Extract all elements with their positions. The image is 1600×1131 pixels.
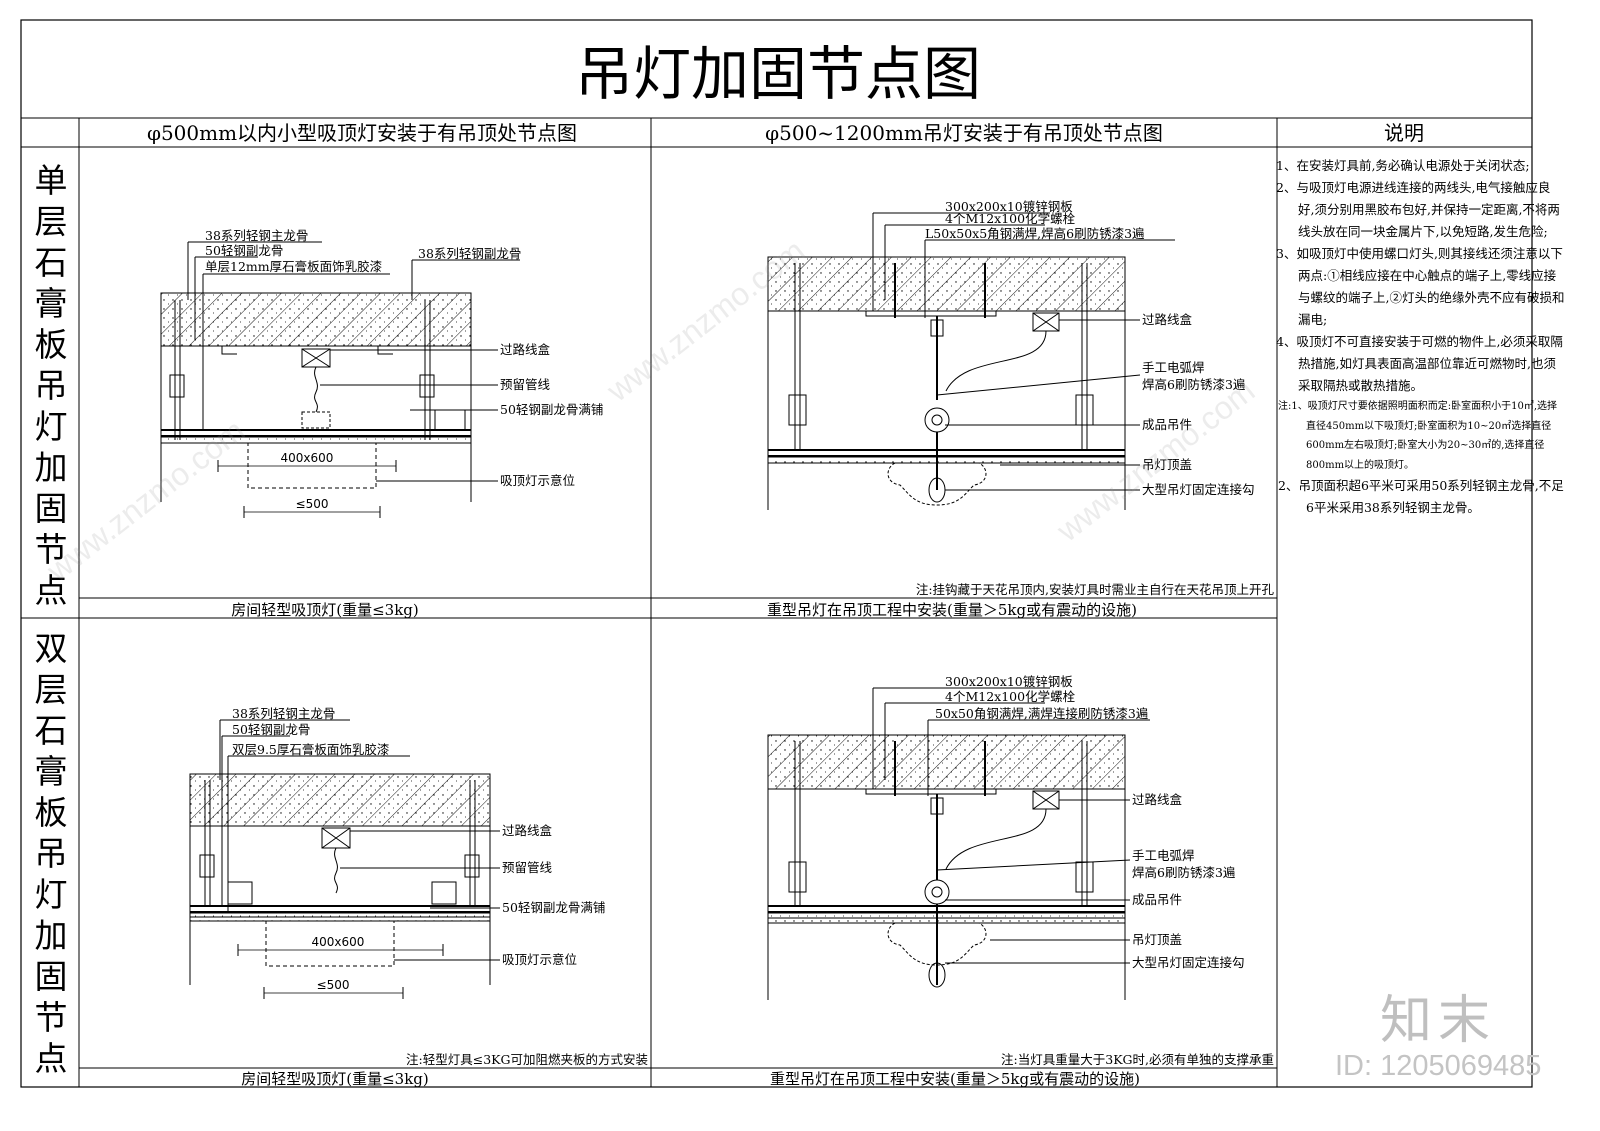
- detail-single-small-labels: 38系列轻钢主龙骨 50轻钢副龙骨 单层12mm厚石膏板面饰乳胶漆 38系列轻钢…: [205, 228, 603, 511]
- row-label-char: 层: [34, 670, 68, 709]
- remark-2: 2、吊顶面积超6平米可采用50系列轻钢主龙骨,不足6平米采用38系列轻钢主龙骨。: [1278, 478, 1564, 515]
- label-weld-height: 焊高6刷防锈漆3遍: [1132, 865, 1236, 880]
- label-arc-weld: 手工电弧焊: [1132, 848, 1195, 863]
- row-label-char: 双: [34, 629, 68, 668]
- note-4: 4、吸顶灯不可直接安装于可燃的物件上,必须采取隔热措施,如灯具表面高温部位靠近可…: [1276, 334, 1563, 393]
- dim-500: ≤500: [296, 497, 329, 511]
- row-label-char: 膏: [34, 284, 68, 323]
- row-label-char: 膏: [34, 752, 68, 791]
- note-single-heavy: 注:挂钩藏于天花吊顶内,安装灯具时需业主自行在天花吊顶上开孔: [916, 582, 1275, 597]
- watermark-id: ID: 1205069485: [1335, 1050, 1542, 1082]
- caption-double-small: 房间轻型吸顶灯(重量≤3kg): [241, 1070, 429, 1088]
- detail-single-heavy: [767, 212, 1175, 510]
- note-3: 3、如吸顶灯中使用螺口灯头,则其接线还须注意以下两点:①相线应接在中心触点的端子…: [1276, 246, 1565, 327]
- row-label-char: 层: [34, 202, 68, 241]
- frame: [20, 19, 1533, 1088]
- row-label-char: 节: [34, 998, 68, 1037]
- detail-single-small: [160, 241, 520, 518]
- note-2: 2、与吸顶灯电源进线连接的两线头,电气接触应良好,须分别用黑胶布包好,并保持一定…: [1276, 180, 1560, 239]
- row-label-char: 灯: [34, 407, 68, 446]
- label-main-keel: 38系列轻钢主龙骨: [232, 706, 335, 721]
- header-notes: 说明: [1384, 121, 1424, 145]
- label-conduit: 预留管线: [502, 860, 553, 875]
- label-angle-steel: 50x50角钢满焊,满焊连接刷防锈漆3遍: [935, 706, 1149, 721]
- row-label-char: 点: [34, 571, 68, 610]
- header-middle: φ500~1200mm吊灯安装于有吊顶处节点图: [765, 121, 1163, 145]
- row-label-single-layer: 单层石膏板吊灯加固节点: [26, 160, 76, 611]
- label-sub-keel: 50轻钢副龙骨: [205, 243, 283, 258]
- row-label-char: 吊: [34, 366, 68, 405]
- note-double-heavy: 注:当灯具重量大于3KG时,必须有单独的支撑承重: [1001, 1052, 1274, 1067]
- label-steel-plate: 300x200x10镀锌钢板: [945, 199, 1073, 214]
- detail-double-small: [189, 719, 500, 999]
- detail-double-heavy-labels: 300x200x10镀锌钢板 4个M12x100化学螺栓 50x50角钢满焊,满…: [935, 674, 1245, 970]
- label-hanger: 成品吊件: [1142, 417, 1192, 432]
- dim-500: ≤500: [317, 978, 350, 992]
- row-label-char: 板: [34, 325, 68, 364]
- row-label-char: 点: [34, 1039, 68, 1078]
- label-steel-plate: 300x200x10镀锌钢板: [945, 674, 1073, 689]
- header-left: φ500mm以内小型吸顶灯安装于有吊顶处节点图: [147, 121, 577, 145]
- row-label-char: 节: [34, 530, 68, 569]
- label-angle-steel: L50x50x5角钢满焊,焊高6刷防锈漆3遍: [925, 226, 1145, 241]
- row-label-char: 固: [34, 957, 68, 996]
- note-double-small: 注:轻型灯具≤3KG可加阻燃夹板的方式安装: [406, 1052, 648, 1067]
- caption-single-small: 房间轻型吸顶灯(重量≤3kg): [231, 601, 419, 619]
- label-sub-keel: 50轻钢副龙骨: [232, 722, 310, 737]
- row-label-char: 吊: [34, 834, 68, 873]
- caption-double-heavy: 重型吊灯在吊顶工程中安装(重量＞5kg或有震动的设施): [770, 1070, 1140, 1088]
- caption-single-heavy: 重型吊灯在吊顶工程中安装(重量＞5kg或有震动的设施): [767, 601, 1137, 619]
- label-conduit: 预留管线: [500, 377, 551, 392]
- label-canopy: 吊灯顶盖: [1132, 932, 1182, 947]
- label-hook: 大型吊灯固定连接勾: [1142, 482, 1255, 497]
- label-junction-box: 过路线盒: [500, 342, 551, 357]
- label-hook: 大型吊灯固定连接勾: [1132, 955, 1245, 970]
- detail-double-heavy: [767, 687, 1150, 1000]
- label-hanger: 成品吊件: [1132, 892, 1182, 907]
- label-sub-keel-38: 38系列轻钢副龙骨: [418, 246, 521, 261]
- row-label-char: 板: [34, 793, 68, 832]
- label-sub-keel-full: 50轻钢副龙骨满铺: [500, 402, 603, 417]
- row-label-char: 单: [34, 161, 68, 200]
- label-arc-weld: 手工电弧焊: [1142, 360, 1205, 375]
- label-junction-box: 过路线盒: [502, 823, 553, 838]
- note-1: 1、在安装灯具前,务必确认电源处于关闭状态;: [1276, 158, 1530, 173]
- label-junction-box: 过路线盒: [1142, 312, 1193, 327]
- row-label-char: 加: [34, 448, 68, 487]
- label-weld-height: 焊高6刷防锈漆3遍: [1142, 377, 1246, 392]
- dim-400x600: 400x600: [312, 935, 365, 949]
- label-junction-box: 过路线盒: [1132, 792, 1183, 807]
- watermark-logo: 知末: [1380, 991, 1497, 1051]
- dim-400x600: 400x600: [281, 451, 334, 465]
- remark-1: 注:1、吸顶灯尺寸要依据照明面积而定:卧室面积小于10㎡,选择直径450mm以下…: [1278, 401, 1558, 471]
- page-title: 吊灯加固节点图: [575, 40, 981, 108]
- row-label-char: 石: [34, 711, 68, 750]
- label-main-keel: 38系列轻钢主龙骨: [205, 228, 308, 243]
- row-label-char: 加: [34, 916, 68, 955]
- detail-double-small-labels: 38系列轻钢主龙骨 50轻钢副龙骨 双层9.5厚石膏板面饰乳胶漆 过路线盒 预留…: [232, 706, 605, 992]
- label-lamp-position: 吸顶灯示意位: [500, 473, 575, 488]
- label-lamp-position: 吸顶灯示意位: [502, 952, 577, 967]
- label-sub-keel-full: 50轻钢副龙骨满铺: [502, 900, 605, 915]
- row-label-char: 固: [34, 489, 68, 528]
- label-board: 双层9.5厚石膏板面饰乳胶漆: [232, 742, 389, 757]
- label-canopy: 吊灯顶盖: [1142, 457, 1192, 472]
- label-chem-bolts: 4个M12x100化学螺栓: [945, 689, 1076, 704]
- row-label-double-layer: 双层石膏板吊灯加固节点: [26, 628, 76, 1079]
- label-board: 单层12mm厚石膏板面饰乳胶漆: [205, 259, 382, 274]
- row-label-char: 石: [34, 243, 68, 282]
- detail-single-heavy-labels: 300x200x10镀锌钢板 4个M12x100化学螺栓 L50x50x5角钢满…: [925, 199, 1255, 497]
- label-chem-bolts: 4个M12x100化学螺栓: [945, 211, 1076, 226]
- row-label-char: 灯: [34, 875, 68, 914]
- notes-panel: 1、在安装灯具前,务必确认电源处于关闭状态; 2、与吸顶灯电源进线连接的两线头,…: [1276, 155, 1566, 519]
